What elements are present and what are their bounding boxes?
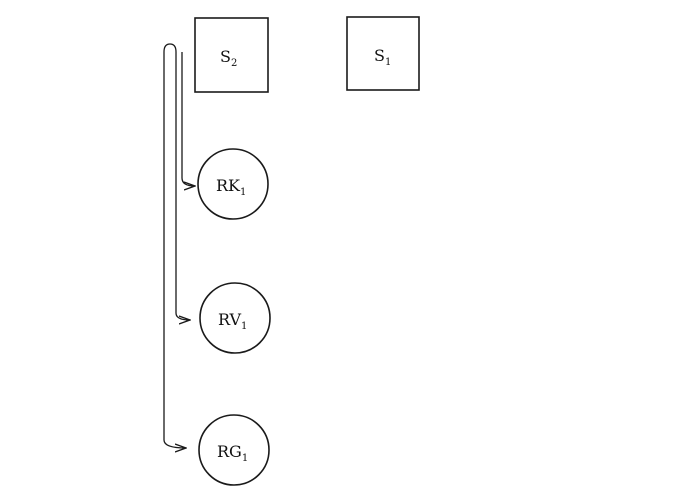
connection-arrow-s2-rg1 xyxy=(163,43,186,448)
source-label-s1: S1 xyxy=(374,46,391,68)
receiver-label-rv1: RV1 xyxy=(218,310,247,332)
receiver-node-rv1: RV1 xyxy=(199,282,271,354)
receiver-label-rg1: RG1 xyxy=(217,442,248,464)
connection-arrow-s2-rk1 xyxy=(181,52,195,186)
source-box-s2: S2 xyxy=(194,17,269,93)
connection-arrow-s2-rv1 xyxy=(175,52,190,320)
source-label-s2: S2 xyxy=(220,47,237,69)
source-box-s1: S1 xyxy=(346,16,420,91)
receiver-node-rg1: RG1 xyxy=(198,414,270,486)
receiver-label-rk1: RK1 xyxy=(216,176,246,198)
receiver-node-rk1: RK1 xyxy=(197,148,269,220)
